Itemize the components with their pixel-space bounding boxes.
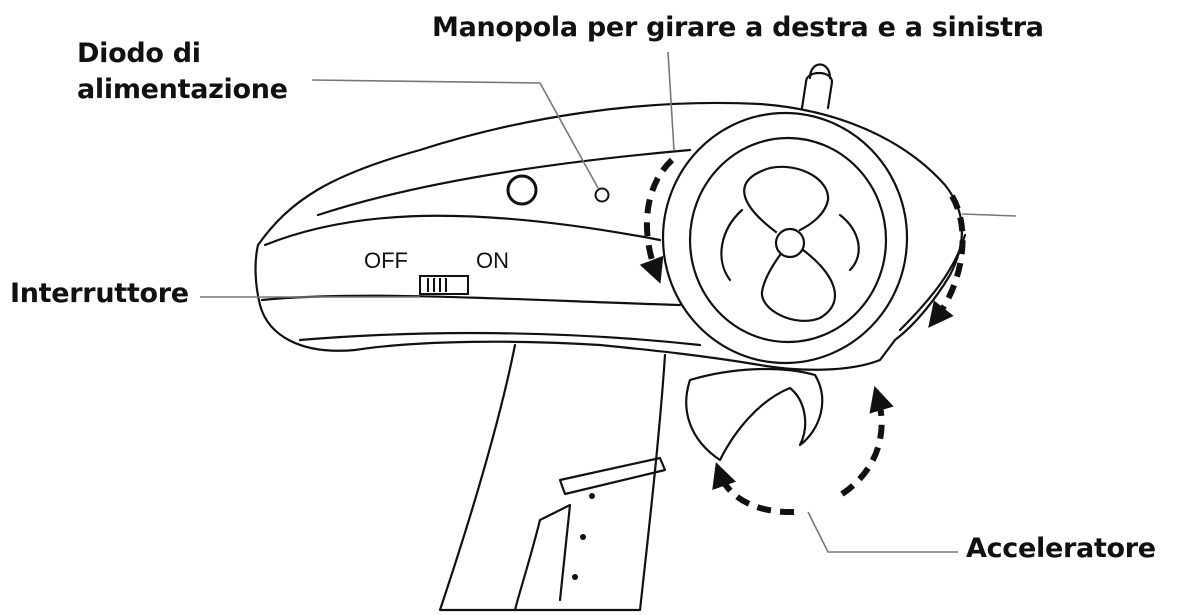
throttle-trigger [685,367,824,462]
steering-wheel-hub [774,227,806,259]
steering-knob-leader [667,51,675,151]
body-upper-ridge-lower [263,214,662,247]
steering-wheel-spokes [720,165,860,322]
power-led-label-line-2: alimentazione [77,74,288,106]
steering-arrow-right [928,194,966,328]
antenna-tip [808,63,832,80]
power-switch [419,275,469,295]
grip-holes [572,493,595,580]
grip [438,343,667,612]
power-led-leader [311,79,599,189]
antenna [800,71,834,110]
body-right-seam [898,233,967,332]
power-led-label-line-1: Diodo di [77,38,201,69]
grip-strap [558,456,667,496]
body-button [506,174,538,206]
power-switch-label: Interruttore [10,278,189,309]
power-led [594,187,610,203]
steering-arrow-left [639,157,675,284]
steering-knob-label: Manopola per girare a destra e a sinistr… [432,12,1044,43]
throttle-label: Acceleratore [966,533,1156,564]
throttle-arrow-back [840,385,894,497]
body-lower-seam [298,331,702,347]
throttle-arrow-forward [712,462,795,516]
switch-off-mark: OFF [364,248,408,273]
steering-wheel-inner-rim [688,136,888,344]
right-side-leader [961,213,1017,217]
power-led-label: Diodo di alimentazione [77,38,288,107]
grip-panel [513,503,572,612]
switch-on-mark: ON [476,248,509,273]
body-upper-ridge [316,148,692,217]
steering-wheel-rim [661,111,909,365]
throttle-leader [807,511,958,553]
